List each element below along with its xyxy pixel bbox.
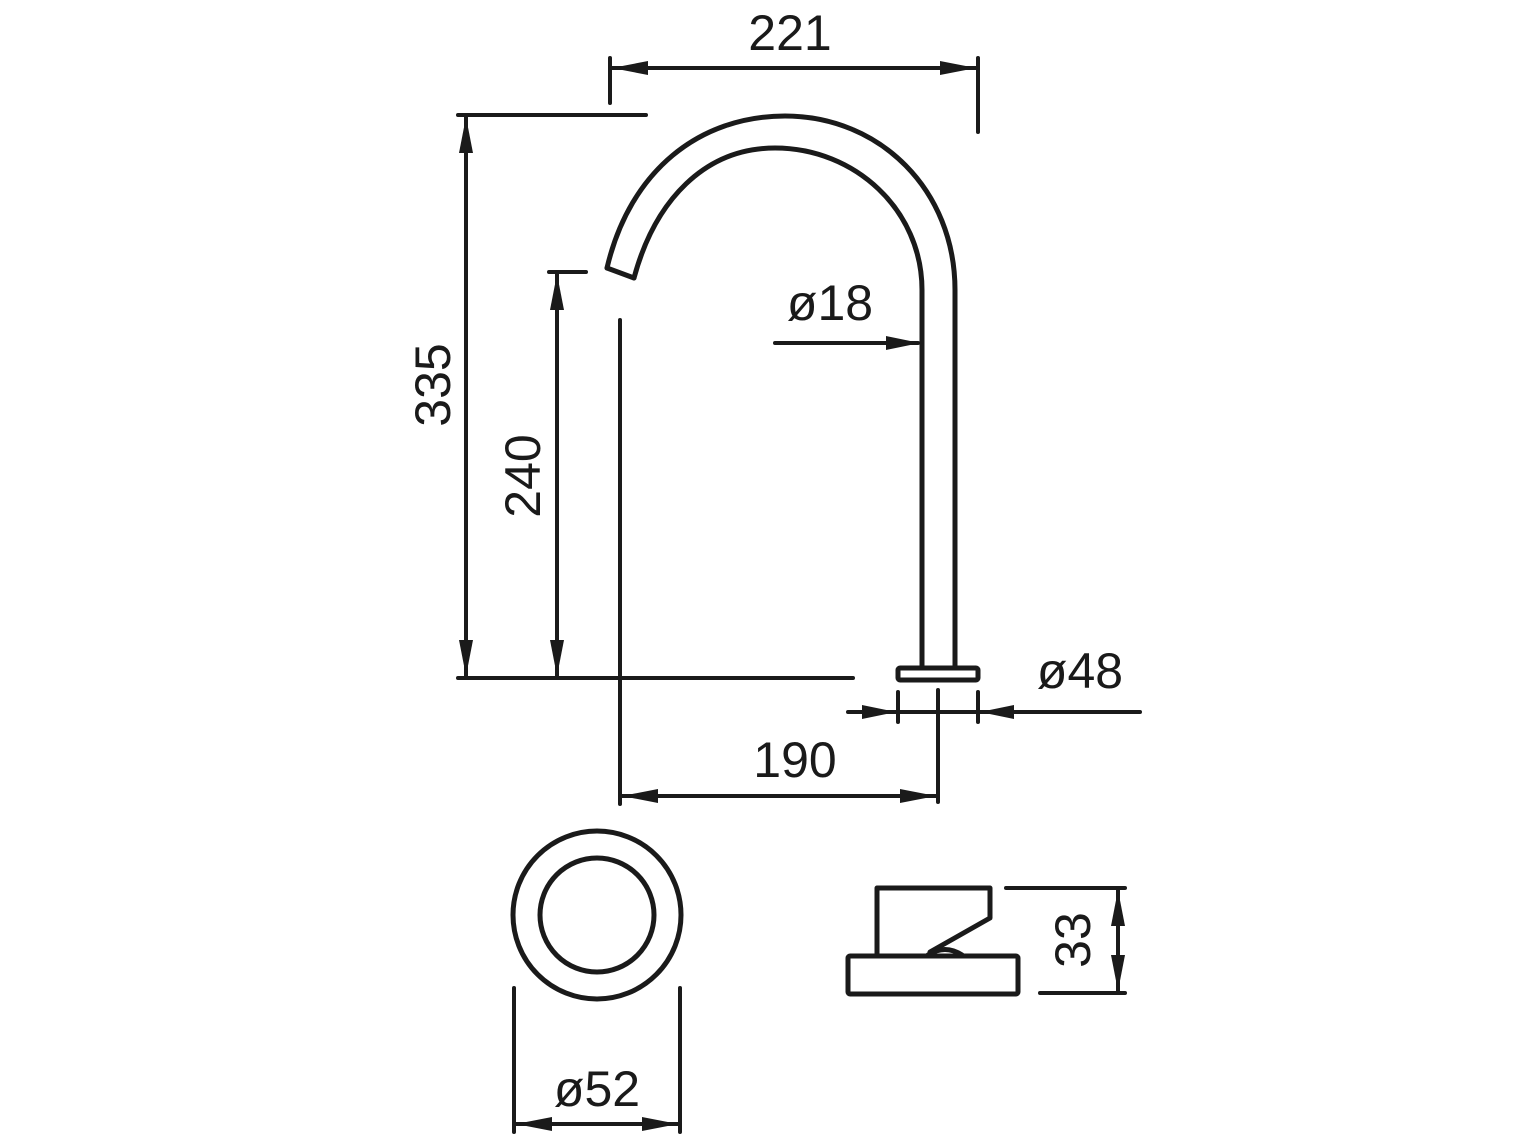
dimension-label-d18: ø18 [787,275,873,331]
arrow-right-icon [900,789,936,803]
dimension-label-d48: ø48 [1037,643,1123,699]
dimension-label-33: 33 [1045,912,1101,968]
handle-joint [925,947,965,958]
spout-outlet-end [604,265,637,281]
escutcheon-inner-circle [537,855,657,975]
spout-body [604,113,981,683]
arrow-right-icon [886,336,920,350]
arrow-right-icon [642,1117,678,1131]
dimension-label-190: 190 [753,732,836,788]
arrow-left-icon [516,1117,552,1131]
escutcheon-outer-circle [510,828,684,1002]
handle-side-view: 33 [845,885,1127,997]
dimension-label-240: 240 [495,434,551,517]
arrow-up-icon [1111,890,1125,926]
dimension-label-335: 335 [405,343,461,426]
spout-inner-contour [631,145,925,671]
base-plate [895,665,981,683]
dimension-outlet-to-center: 190 [618,318,940,806]
dimension-tube-diameter: ø18 [773,275,920,350]
dimension-label-221: 221 [748,5,831,61]
dimension-total-height: 335 [405,113,855,680]
arrow-down-icon [459,640,473,676]
arrow-left-icon [612,61,648,75]
handle-lever-shape [874,885,993,957]
arrow-down-icon [550,640,564,676]
dimension-label-d52: ø52 [554,1061,640,1117]
arrow-up-icon [459,117,473,153]
spout-outer-contour [604,113,958,671]
arrow-right-icon [862,705,896,719]
escutcheon-top-view: ø52 [510,828,684,1134]
arrow-left-icon [622,789,658,803]
handle-base [845,953,1021,997]
arrow-up-icon [550,274,564,310]
arrow-left-icon [980,705,1014,719]
dimension-base-plate-diameter: ø48 [846,643,1142,724]
arrow-down-icon [1111,955,1125,991]
dimension-outlet-height: 240 [495,270,588,678]
arrow-right-icon [940,61,976,75]
dimension-spout-reach: 221 [608,5,980,134]
